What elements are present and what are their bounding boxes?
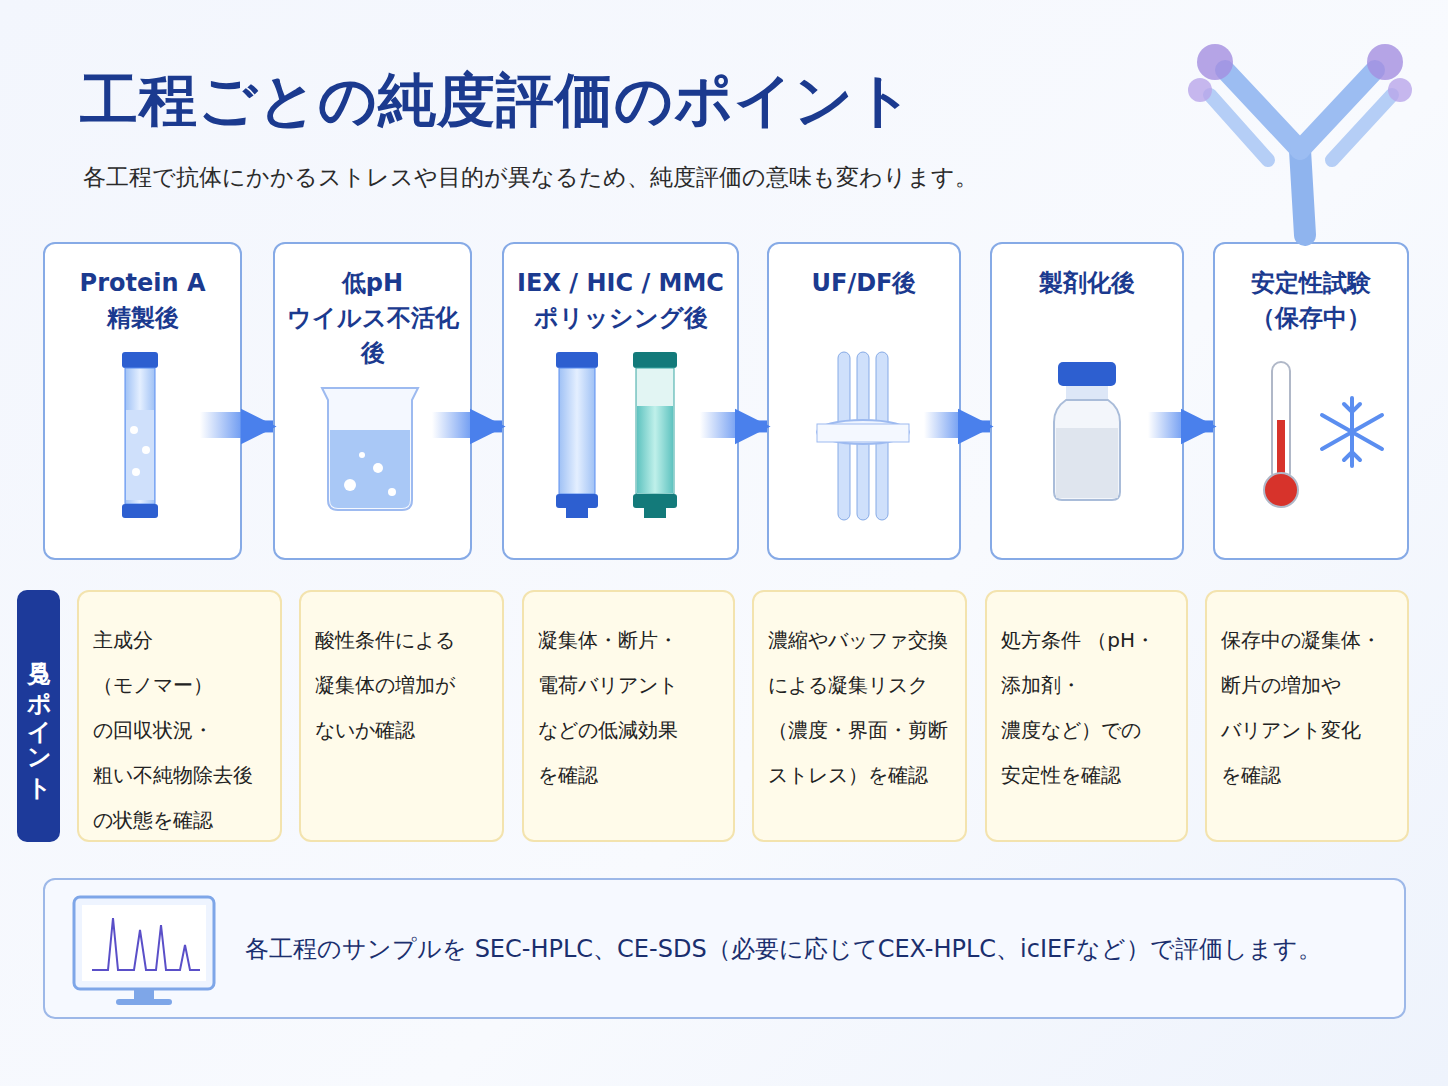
body-text: 凝集体・断片・ 電荷バリアント などの低減効果 を確認: [538, 618, 721, 798]
note-box: 処方条件 （pH・添加剤・ 濃度など）での 安定性を確認: [985, 590, 1188, 842]
flow-arrow: [472, 420, 502, 432]
process-box: IEX / HIC / MMC ポリッシング後: [502, 242, 739, 560]
step-heading: 安定性試験 （保存中）: [1225, 266, 1397, 336]
process-box: 低pH ウイルス不活化後: [273, 242, 472, 560]
body-text: 酸性条件による 凝集体の増加が ないか確認: [315, 618, 490, 753]
subtitle-text: 各工程で抗体にかかるストレスや目的が異なるため、純度評価の意味も変わります。: [83, 162, 978, 193]
step-heading: 低pH ウイルス不活化後: [285, 266, 460, 370]
flow-arrow: [961, 420, 990, 432]
note-box: 主成分（モノマー） の回収状況・ 粗い不純物除去後 の状態を確認: [77, 590, 282, 842]
antibody-icon: [1188, 44, 1412, 235]
band-label: 見るポイント: [23, 643, 55, 790]
process-box: 製剤化後: [990, 242, 1184, 560]
flow-arrow: [1184, 420, 1213, 432]
process-box: Protein A 精製後: [43, 242, 242, 560]
note-box: 保存中の凝集体・ 断片の増加や バリアント変化 を確認: [1205, 590, 1409, 842]
process-box: UF/DF後: [767, 242, 961, 560]
body-text: 各工程のサンプルを SEC-HPLC、CE-SDS（必要に応じてCEX-HPLC…: [245, 933, 1322, 965]
body-text: 保存中の凝集体・ 断片の増加や バリアント変化 を確認: [1221, 618, 1395, 798]
flow-arrow: [242, 420, 273, 432]
note-box: 凝集体・断片・ 電荷バリアント などの低減効果 を確認: [522, 590, 735, 842]
step-heading: IEX / HIC / MMC ポリッシング後: [514, 266, 727, 336]
body-text: 処方条件 （pH・添加剤・ 濃度など）での 安定性を確認: [1001, 618, 1174, 798]
step-heading: 製剤化後: [1002, 266, 1172, 301]
flow-arrow: [739, 420, 767, 432]
process-box: 安定性試験 （保存中）: [1213, 242, 1409, 560]
step-heading: UF/DF後: [779, 266, 949, 301]
note-box: 酸性条件による 凝集体の増加が ないか確認: [299, 590, 504, 842]
step-heading: Protein A 精製後: [55, 266, 230, 336]
body-text: 主成分（モノマー） の回収状況・ 粗い不純物除去後 の状態を確認: [93, 618, 268, 843]
summary-box: 各工程のサンプルを SEC-HPLC、CE-SDS（必要に応じてCEX-HPLC…: [43, 878, 1406, 1019]
body-text: 濃縮やバッファ交換 による凝集リスク （濃度・界面・剪断 ストレス）を確認: [768, 618, 953, 798]
note-box: 濃縮やバッファ交換 による凝集リスク （濃度・界面・剪断 ストレス）を確認: [752, 590, 967, 842]
side-band: 見るポイント: [17, 590, 60, 842]
page-title: 工程ごとの純度評価のポイント: [80, 62, 914, 140]
